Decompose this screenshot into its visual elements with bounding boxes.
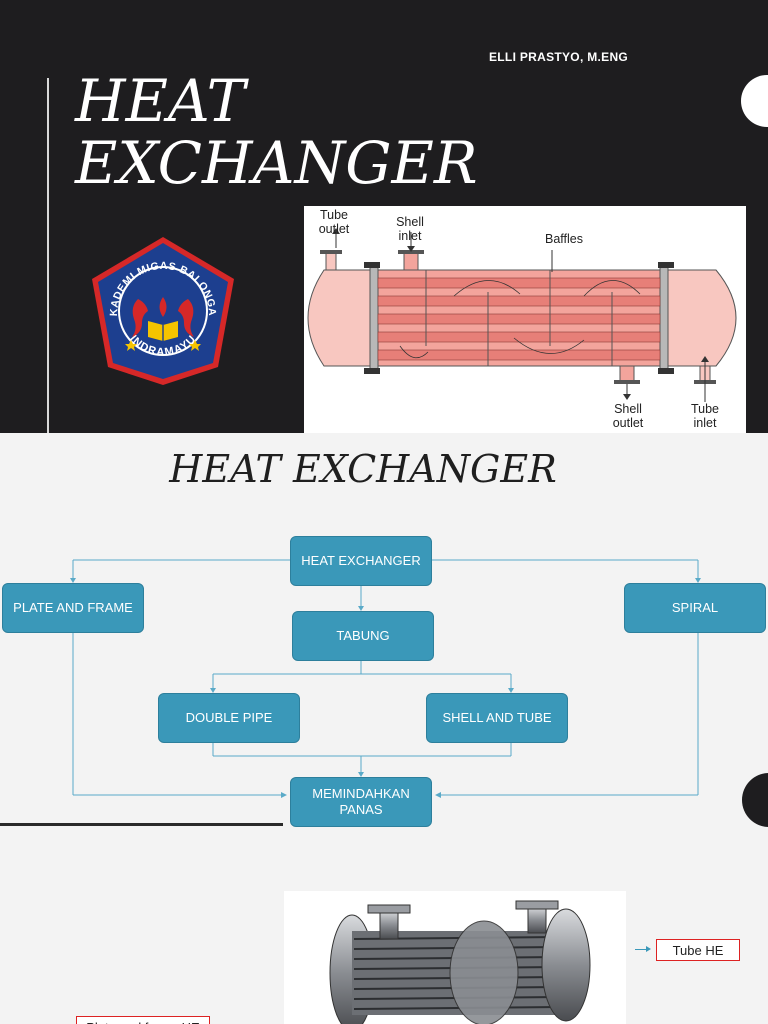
- label-shell-outlet-line1: Shell: [614, 402, 642, 416]
- node-memindahkan-panas: MEMINDAHKAN PANAS: [290, 777, 432, 827]
- node-shell-and-tube: SHELL AND TUBE: [426, 693, 568, 743]
- main-title: HEAT EXCHANGER: [75, 70, 515, 194]
- node-memindahkan-line1: MEMINDAHKAN: [312, 786, 410, 801]
- node-double-pipe: DOUBLE PIPE: [158, 693, 300, 743]
- title-line-1: HEAT: [75, 67, 246, 135]
- shell-tube-drawing: [307, 228, 737, 402]
- node-plate-and-frame: PLATE AND FRAME: [2, 583, 144, 633]
- author-name: ELLI PRASTYO, M.ENG: [489, 50, 629, 64]
- vertical-rule: [47, 78, 49, 433]
- label-plate-he: Plate and frame HE: [76, 1016, 210, 1024]
- node-tabung: TABUNG: [292, 611, 434, 661]
- title-line-2: EXCHANGER: [75, 129, 478, 197]
- slide-classification: HEAT EXCHANGER: [0, 433, 768, 865]
- arrow-icon: [635, 946, 651, 952]
- academy-logo: AKADEMI MIGAS BALONGAN INDRAMAYU: [86, 233, 234, 385]
- label-baffles: Baffles: [545, 232, 583, 246]
- horizontal-rule: [0, 823, 283, 826]
- tube-he-photo: [284, 891, 626, 1024]
- label-tube-outlet-line1: Tube: [319, 208, 349, 222]
- shell-tube-diagram: Tube outlet Shell inlet Baffles Shell ou…: [304, 206, 746, 433]
- label-tube-outlet: Tube outlet: [312, 208, 356, 236]
- label-shell-inlet-line1: Shell: [396, 215, 424, 229]
- label-shell-outlet-line2: outlet: [612, 416, 644, 430]
- node-spiral: SPIRAL: [624, 583, 766, 633]
- label-shell-inlet: Shell inlet: [388, 215, 432, 243]
- decorative-circle: [741, 75, 768, 127]
- label-shell-outlet: Shell outlet: [604, 402, 652, 430]
- flowchart-connectors: [70, 559, 701, 798]
- slide2-title: HEAT EXCHANGER: [169, 447, 557, 491]
- label-tube-he: Tube HE: [656, 939, 740, 961]
- label-tube-inlet-line1: Tube: [690, 402, 720, 416]
- label-tube-inlet: Tube inlet: [682, 402, 728, 430]
- slide-types: Tube HE Plate and frame HE: [0, 865, 768, 1024]
- node-memindahkan-line2: PANAS: [339, 802, 383, 817]
- node-heat-exchanger: HEAT EXCHANGER: [290, 536, 432, 586]
- label-tube-outlet-line2: outlet: [318, 222, 350, 236]
- slide-title: ELLI PRASTYO, M.ENG HEAT EXCHANGER AKADE…: [0, 0, 768, 433]
- label-shell-inlet-line2: inlet: [398, 229, 422, 243]
- label-tube-inlet-line2: inlet: [693, 416, 717, 430]
- tube-he-illustration: [329, 900, 591, 1024]
